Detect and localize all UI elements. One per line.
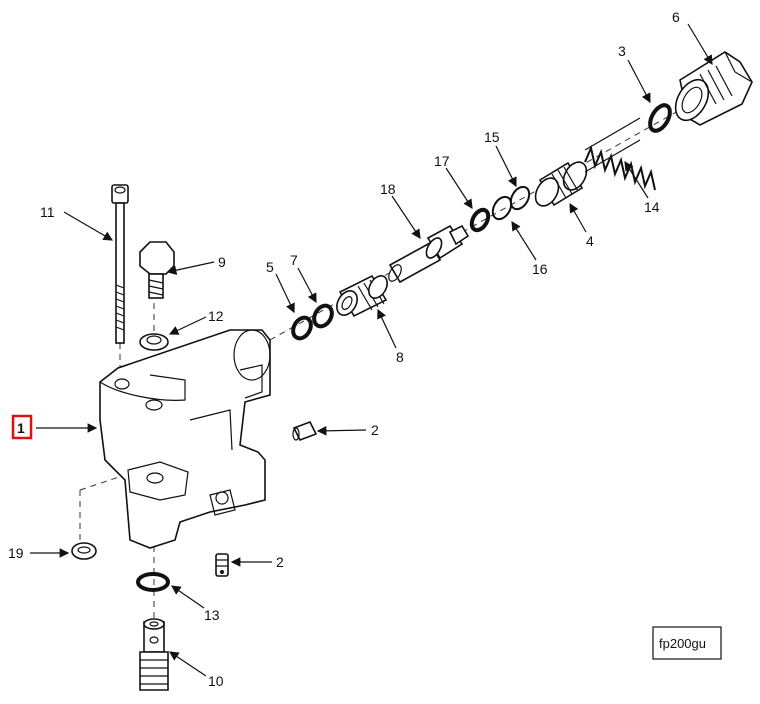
callout-9[interactable]: 9 [218, 254, 226, 270]
o-ring-part-7 [312, 303, 334, 329]
callout-3[interactable]: 3 [618, 43, 626, 59]
valve-seat-part-8 [336, 274, 388, 318]
figure-reference: fp200gu [652, 626, 722, 660]
hex-bolt-part-9 [139, 241, 175, 299]
callout-10[interactable]: 10 [208, 673, 224, 689]
callout-11[interactable]: 11 [40, 204, 55, 220]
callout-18[interactable]: 18 [380, 181, 396, 197]
set-screw-part-2-upper [292, 420, 318, 442]
leader-lines [30, 23, 713, 677]
ring-part-17 [469, 207, 491, 233]
plug-nut-part-6 [674, 51, 753, 126]
fitting-part-10 [139, 618, 169, 691]
callout-19[interactable]: 19 [8, 545, 24, 561]
o-ring-part-3 [648, 103, 672, 133]
callout-17[interactable]: 17 [434, 153, 450, 169]
ring-part-16 [491, 195, 513, 221]
callout-2-upper[interactable]: 2 [371, 422, 379, 438]
callout-2-lower[interactable]: 2 [276, 554, 284, 570]
callout-1-highlight-box [11, 414, 33, 440]
callout-4[interactable]: 4 [586, 233, 594, 249]
callout-7[interactable]: 7 [290, 252, 298, 268]
callout-labels: 1 2 2 3 4 5 6 7 8 9 10 11 12 13 14 15 16… [8, 9, 680, 689]
long-bolt-part-11 [111, 184, 129, 344]
spring-part-14 [584, 117, 656, 191]
plunger-part-18 [388, 224, 470, 284]
callout-12[interactable]: 12 [208, 308, 224, 324]
figure-reference-code: fp200gu [659, 636, 706, 651]
callout-14[interactable]: 14 [644, 199, 660, 215]
washer-part-13 [136, 572, 170, 592]
callout-13[interactable]: 13 [204, 607, 220, 623]
washer-part-19 [71, 542, 97, 560]
ring-part-15 [509, 185, 531, 211]
callout-1[interactable]: 1 [17, 420, 25, 436]
pump-housing-part-1 [99, 329, 271, 549]
callout-6[interactable]: 6 [672, 9, 680, 25]
callout-16[interactable]: 16 [532, 261, 548, 277]
washer-part-12 [139, 333, 169, 351]
callout-15[interactable]: 15 [484, 129, 500, 145]
figure-reference-box [652, 626, 722, 660]
o-ring-part-5 [291, 315, 313, 341]
callout-5[interactable]: 5 [266, 259, 274, 275]
bearing-cage-part-4 [534, 161, 588, 207]
callout-8[interactable]: 8 [396, 349, 404, 365]
set-screw-part-2-lower [215, 553, 229, 577]
